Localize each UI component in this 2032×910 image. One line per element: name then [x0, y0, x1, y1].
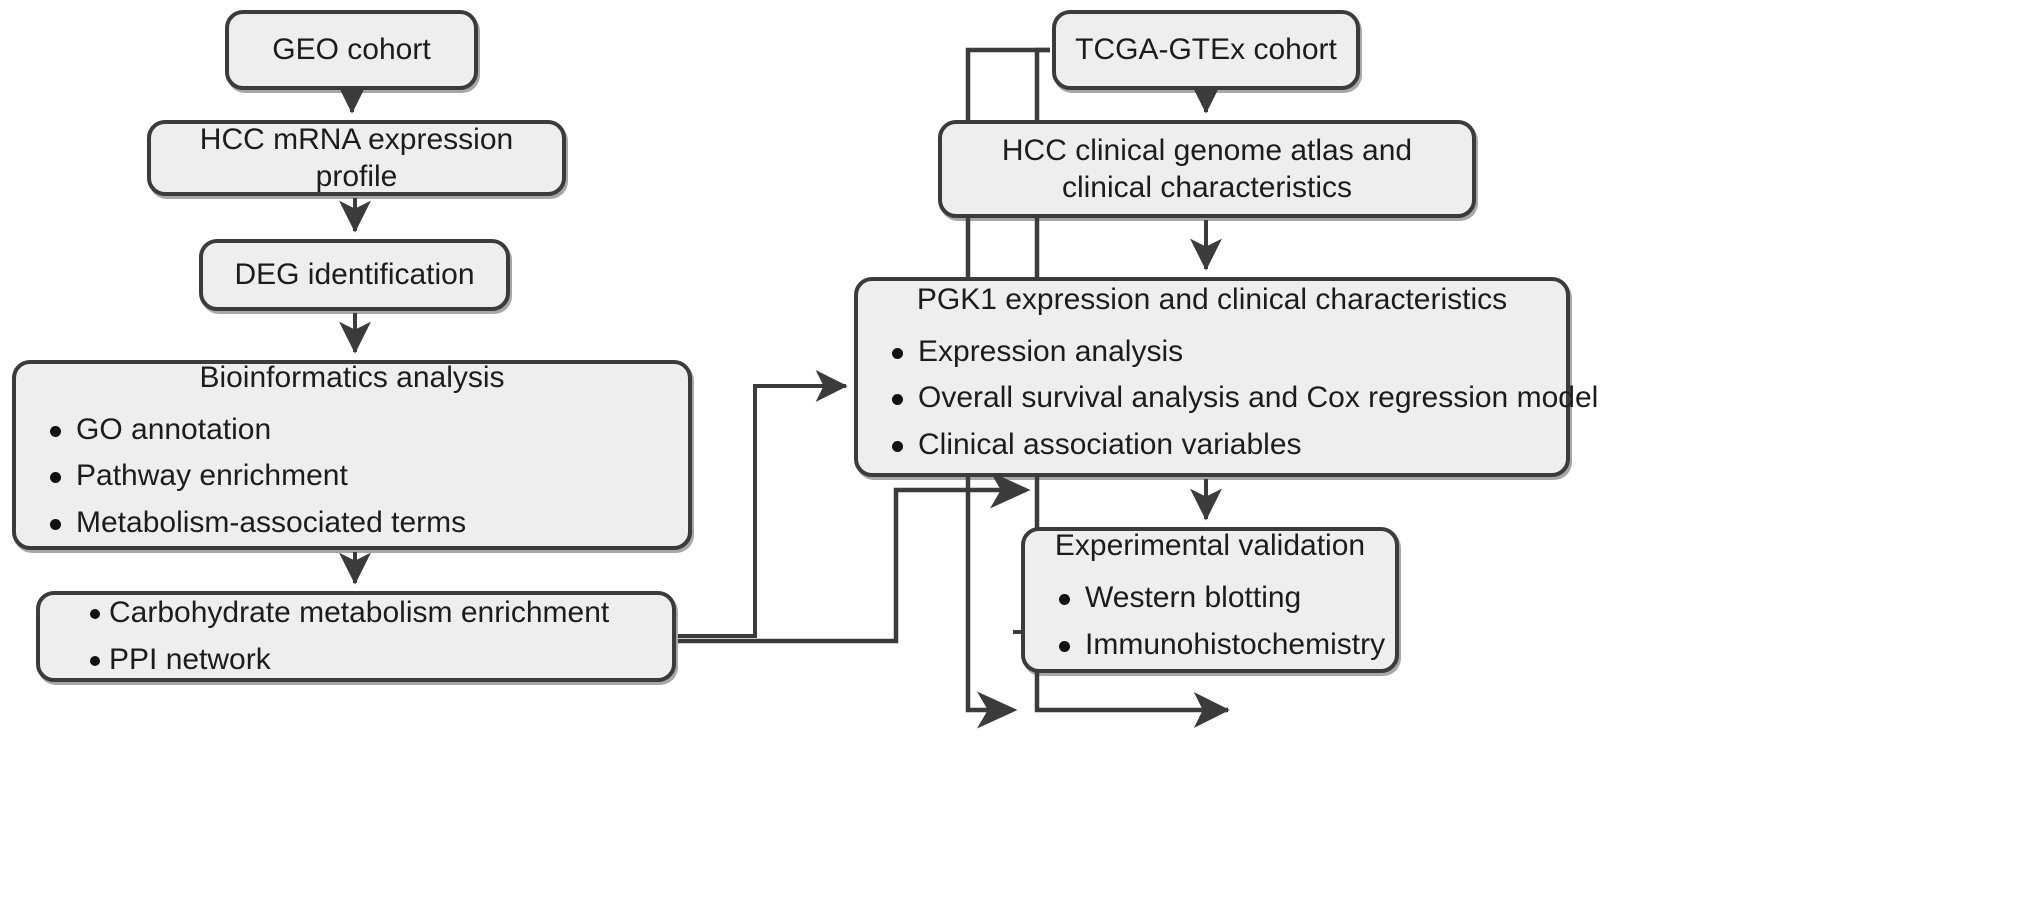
list-item: PPI network: [90, 642, 672, 679]
node-bioinformatics-title: Bioinformatics analysis: [199, 360, 505, 394]
node-hcc-clinical-genome-atlas[interactable]: HCC clinical genome atlas and clinical c…: [938, 120, 1476, 218]
node-atlas-title: HCC clinical genome atlas and clinical c…: [1001, 133, 1413, 204]
list-item: Expression analysis: [892, 334, 1566, 371]
bioinformatics-bullet-list: GO annotation Pathway enrichment Metabol…: [16, 402, 688, 552]
node-bioinformatics-analysis[interactable]: Bioinformatics analysis GO annotation Pa…: [12, 360, 692, 550]
list-item: Clinical association variables: [892, 427, 1566, 464]
list-item: Overall survival analysis and Cox regres…: [892, 380, 1598, 417]
list-item: Immunohistochemistry: [1059, 627, 1395, 664]
experimental-bullet-list: Western blotting Immunohistochemistry: [1025, 570, 1395, 673]
node-deg-title: DEG identification: [234, 258, 475, 292]
node-deg-identification[interactable]: DEG identification: [199, 239, 510, 311]
pgk1-bullet-list: Expression analysis Overall survival ana…: [858, 324, 1598, 474]
list-item: Metabolism-associated terms: [50, 505, 688, 542]
carbohydrate-bullet-list: Carbohydrate metabolism enrichment PPI n…: [40, 585, 672, 688]
node-experimental-validation[interactable]: Experimental validation Western blotting…: [1021, 527, 1399, 673]
node-carbohydrate-metabolism[interactable]: Carbohydrate metabolism enrichment PPI n…: [36, 591, 676, 682]
list-item: Pathway enrichment: [50, 458, 688, 495]
list-item: GO annotation: [50, 412, 688, 449]
node-hcc-mrna-title: HCC mRNA expression profile: [199, 122, 514, 193]
node-pgk1-expression[interactable]: PGK1 expression and clinical characteris…: [854, 277, 1598, 477]
node-experimental-title: Experimental validation: [1054, 528, 1366, 562]
node-pgk1-title: PGK1 expression and clinical characteris…: [916, 282, 1508, 316]
node-tcga-gtex-cohort[interactable]: TCGA-GTEx cohort: [1052, 10, 1360, 90]
edge-carbohydrate-right-up-to-pgk1: [678, 471, 1031, 644]
list-item: Western blotting: [1059, 580, 1395, 617]
node-geo-cohort-title: GEO cohort: [272, 33, 431, 67]
edge-carbohydrate-to-pgk1: [678, 370, 848, 638]
node-tcga-title: TCGA-GTEx cohort: [1075, 33, 1337, 67]
node-geo-cohort[interactable]: GEO cohort: [225, 10, 478, 90]
node-hcc-mrna-expression-profile[interactable]: HCC mRNA expression profile: [147, 120, 566, 196]
list-item: Carbohydrate metabolism enrichment: [90, 595, 672, 632]
